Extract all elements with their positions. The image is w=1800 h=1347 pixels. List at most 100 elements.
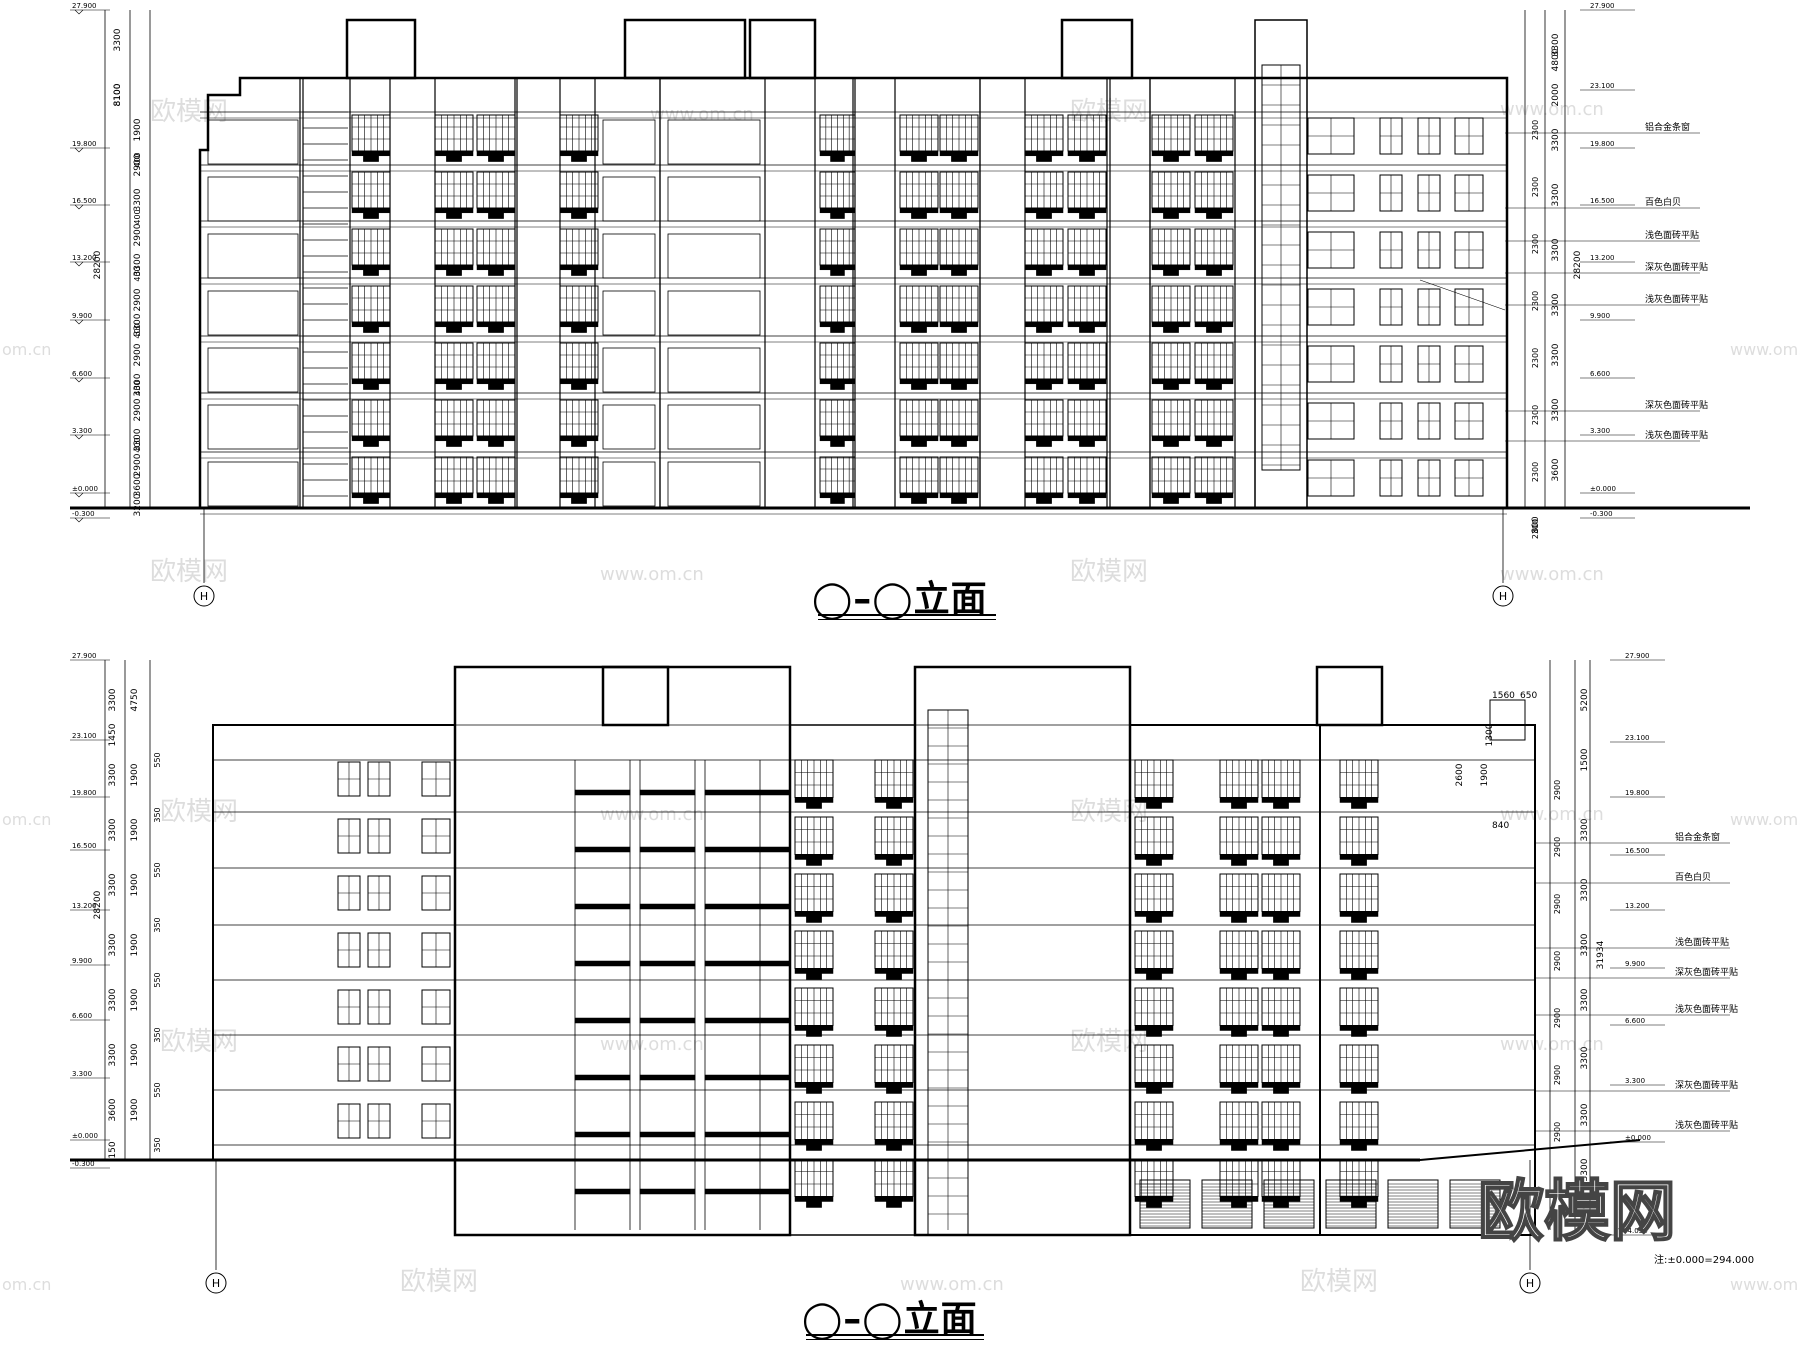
window bbox=[1339, 816, 1379, 855]
level-elevation: 19.800 bbox=[1625, 789, 1650, 797]
window bbox=[1261, 1158, 1301, 1197]
elevation-note: 注:±0.000=294.000 bbox=[1654, 1255, 1755, 1266]
balcony-slab bbox=[1351, 1201, 1367, 1208]
ribbon-window bbox=[639, 1074, 696, 1081]
balcony-slab bbox=[1146, 916, 1162, 923]
window bbox=[421, 818, 451, 854]
balcony-window bbox=[1024, 114, 1064, 162]
balcony-rail bbox=[1067, 321, 1107, 328]
dimension-label: 350 bbox=[153, 1027, 162, 1042]
window bbox=[434, 399, 474, 437]
watermark: www.om.cn bbox=[1730, 1275, 1800, 1294]
window bbox=[1417, 459, 1441, 497]
balcony-rail bbox=[434, 435, 474, 442]
level-elevation: ±0.000 bbox=[1625, 1134, 1651, 1142]
window bbox=[367, 932, 391, 968]
balcony-slab bbox=[1079, 212, 1095, 219]
window bbox=[899, 342, 939, 380]
dimension-label: 550 bbox=[153, 1082, 162, 1097]
balcony-slab bbox=[1351, 802, 1367, 809]
ribbon-window bbox=[759, 1074, 791, 1081]
balcony-slab bbox=[363, 383, 379, 390]
window bbox=[1307, 117, 1355, 155]
dimension-label: 3600 bbox=[1551, 458, 1561, 481]
window bbox=[559, 456, 599, 494]
ribbon-window bbox=[759, 1131, 791, 1138]
dimension-label: 3300 bbox=[1551, 33, 1561, 56]
level-elevation: 19.800 bbox=[72, 789, 97, 797]
wall-panel bbox=[207, 176, 299, 222]
watermark: 欧模网 bbox=[150, 557, 228, 587]
window bbox=[1307, 345, 1355, 383]
balcony-window bbox=[559, 114, 599, 162]
window bbox=[1134, 930, 1174, 969]
balcony-window bbox=[899, 114, 939, 162]
balcony-slab bbox=[1079, 497, 1095, 504]
ribbon-window bbox=[704, 1074, 761, 1081]
level-elevation: 27.900 bbox=[72, 2, 97, 10]
balcony-window bbox=[434, 114, 474, 162]
level-elevation: 23.100 bbox=[1625, 734, 1650, 742]
ribbon-window bbox=[574, 1017, 631, 1024]
dimension-label: 4750 bbox=[130, 688, 140, 711]
balcony-rail bbox=[1194, 264, 1234, 271]
dimension-label: 550 bbox=[153, 862, 162, 877]
balcony-slab bbox=[1036, 440, 1052, 447]
ribbon-window bbox=[574, 789, 631, 796]
dimension-label: 8100 bbox=[113, 83, 123, 106]
balcony-rail bbox=[559, 378, 599, 385]
balcony-slab bbox=[1163, 269, 1179, 276]
window bbox=[1024, 228, 1064, 266]
balcony-slab bbox=[806, 973, 822, 980]
level-elevation: 13.200 bbox=[1625, 902, 1650, 910]
window bbox=[1151, 399, 1191, 437]
window bbox=[939, 399, 979, 437]
window bbox=[559, 399, 599, 437]
balcony-slab bbox=[830, 212, 845, 219]
detail-dimension: 2600 bbox=[1455, 763, 1465, 786]
window bbox=[337, 761, 361, 797]
balcony-window bbox=[1261, 1044, 1301, 1094]
level-elevation: -0.300 bbox=[72, 510, 95, 518]
window bbox=[421, 1046, 451, 1082]
balcony-rail bbox=[794, 1196, 834, 1202]
balcony-rail bbox=[1339, 1025, 1379, 1031]
balcony-slab bbox=[1163, 155, 1179, 162]
balcony-slab bbox=[446, 269, 462, 276]
balcony-window bbox=[1151, 399, 1191, 447]
watermark: om.cn bbox=[2, 810, 51, 829]
balcony-window bbox=[939, 228, 979, 276]
bottom-elevation-building: 27.90023.10019.80016.50013.2009.9006.600… bbox=[70, 652, 1738, 1294]
balcony-slab bbox=[1231, 1030, 1247, 1037]
material-callout: 铝合金条窗 bbox=[1675, 831, 1720, 843]
balcony-rail bbox=[1024, 378, 1064, 385]
window bbox=[1151, 114, 1191, 152]
dimension-label: 150 bbox=[108, 1141, 118, 1158]
dimension-label: 1900 bbox=[130, 933, 140, 956]
window bbox=[559, 285, 599, 323]
level-elevation: ±0.000 bbox=[1590, 485, 1616, 493]
dimension-label: 400 bbox=[133, 323, 142, 338]
balcony-window bbox=[1261, 930, 1301, 980]
balcony-slab bbox=[488, 383, 504, 390]
window bbox=[559, 114, 599, 152]
level-marker bbox=[74, 261, 84, 267]
balcony-window bbox=[1339, 930, 1379, 980]
balcony-slab bbox=[1206, 269, 1222, 276]
window bbox=[1261, 759, 1301, 798]
window bbox=[1339, 873, 1379, 912]
balcony-rail bbox=[1134, 1139, 1174, 1145]
ribbon-window bbox=[759, 846, 791, 853]
window bbox=[1067, 171, 1107, 209]
window bbox=[939, 228, 979, 266]
balcony-slab bbox=[1036, 269, 1052, 276]
wall-panel bbox=[667, 347, 761, 393]
balcony-rail bbox=[559, 207, 599, 214]
dimension-label: 2900 bbox=[1553, 837, 1562, 857]
level-elevation: 3.300 bbox=[72, 427, 92, 435]
axis-label: H bbox=[1526, 1277, 1534, 1290]
balcony-window bbox=[794, 816, 834, 866]
level-elevation: 6.600 bbox=[1590, 370, 1610, 378]
window bbox=[819, 456, 856, 494]
dimension-label: 28200 bbox=[93, 890, 103, 919]
